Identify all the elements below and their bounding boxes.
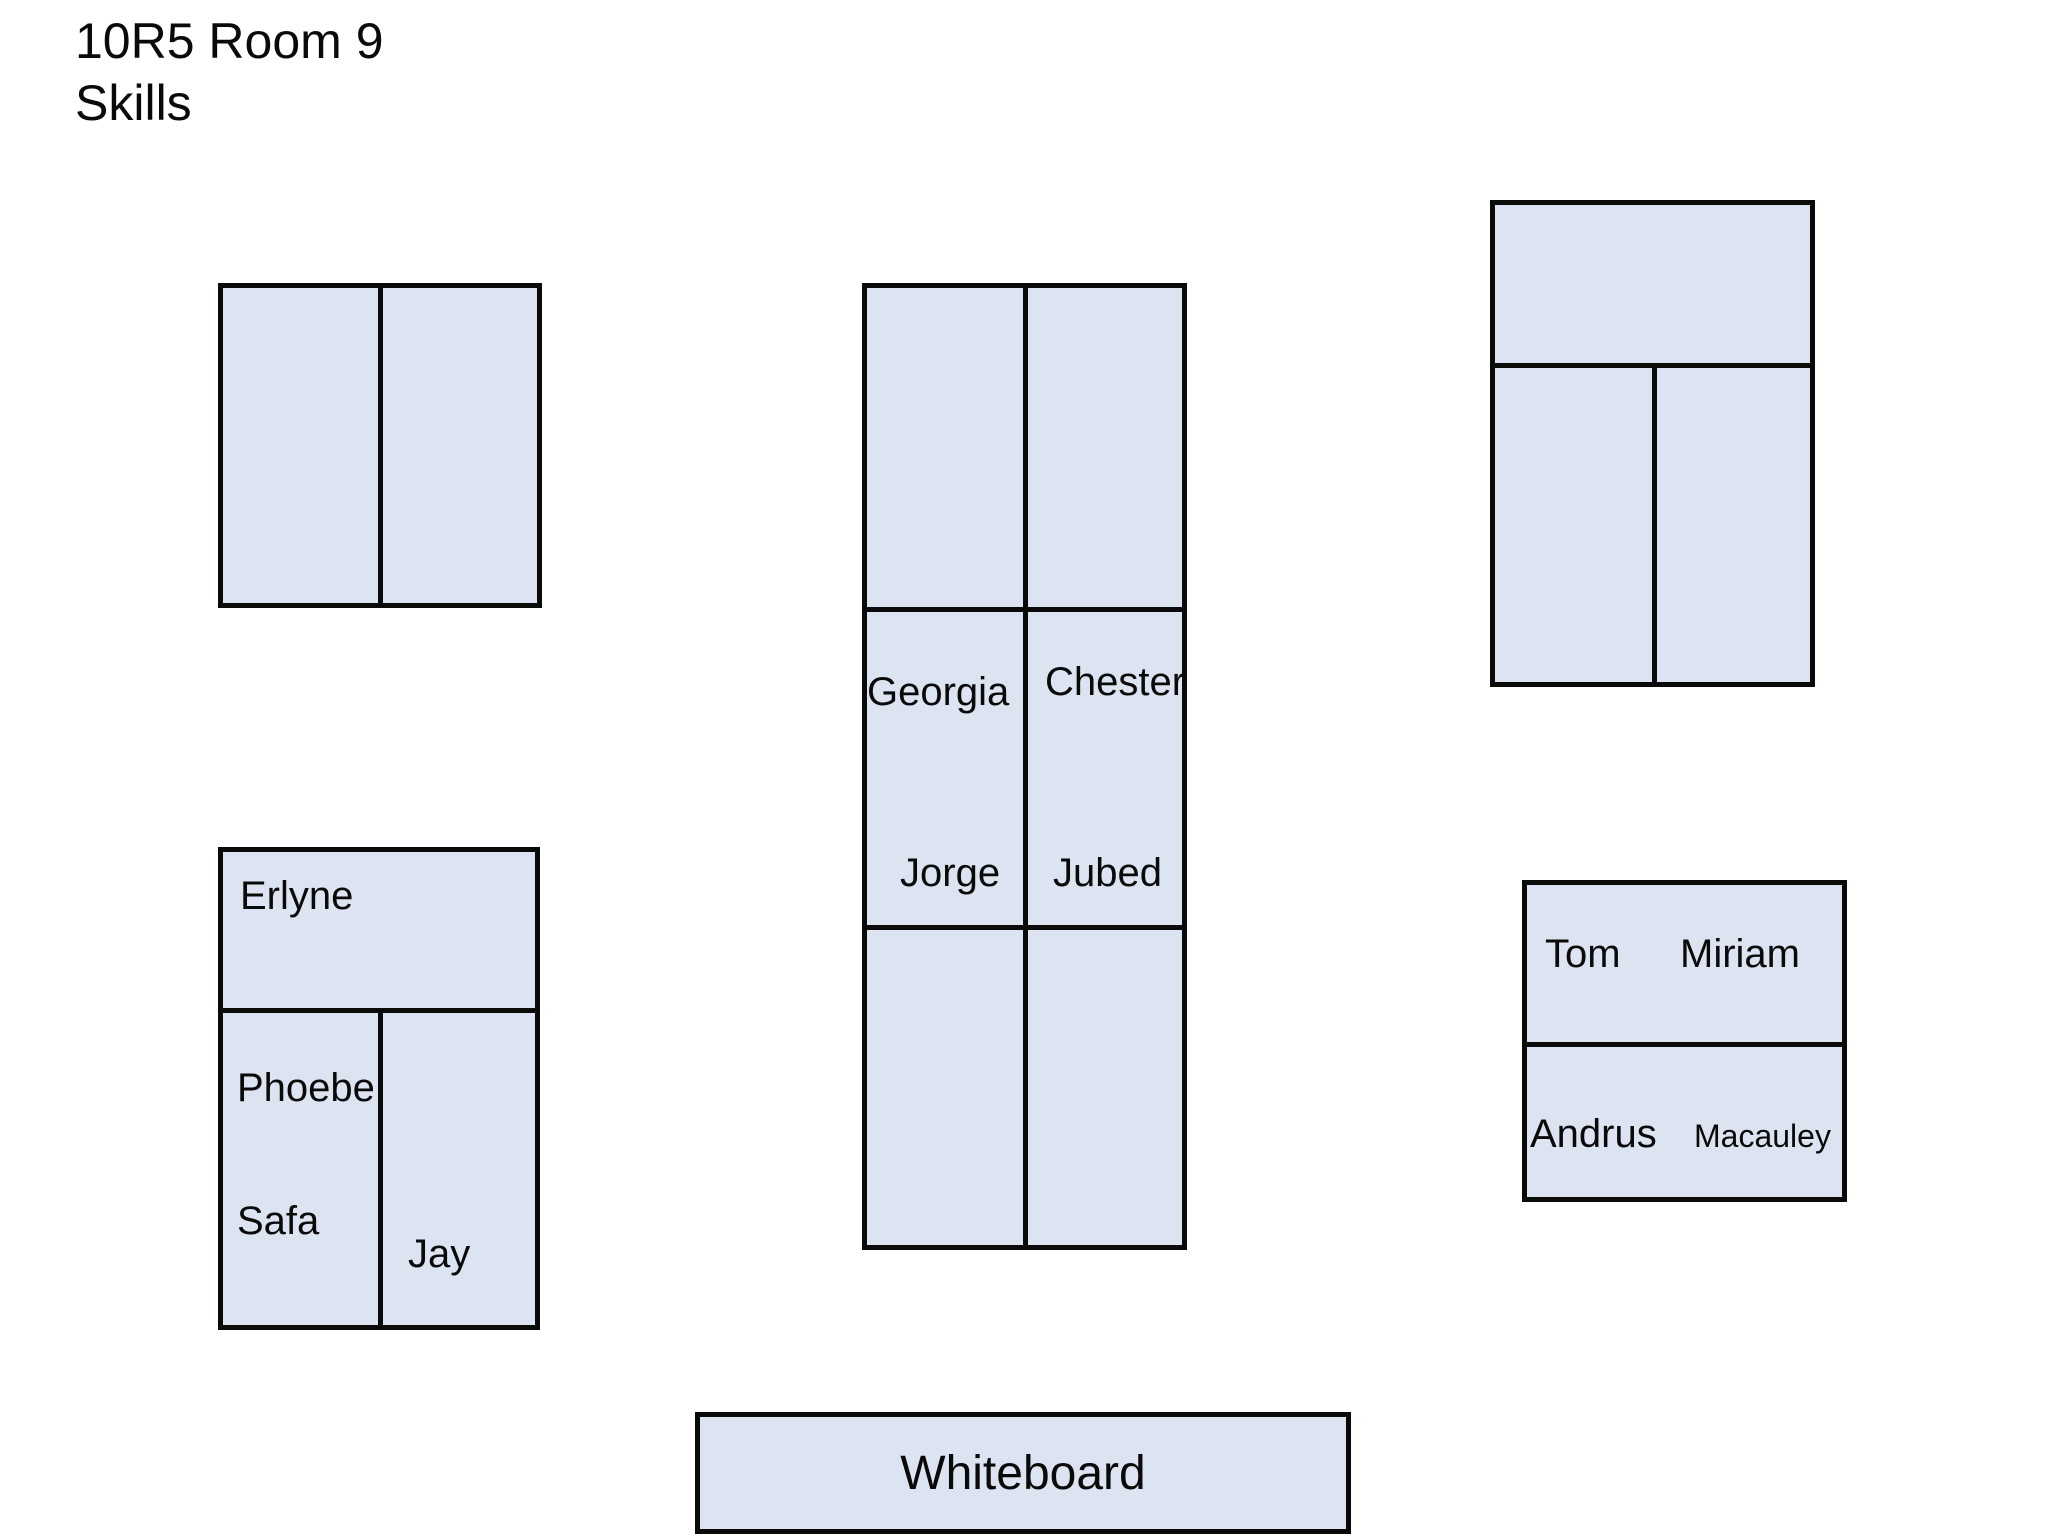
- student-label-tom: Tom: [1545, 932, 1621, 976]
- desk-top-right: [1490, 200, 1815, 687]
- student-label-safa: Safa: [237, 1199, 320, 1243]
- desk-top-right-column-divider: [1652, 363, 1657, 682]
- whiteboard-shape: Whiteboard: [695, 1412, 1351, 1534]
- student-label-macauley: Macauley: [1694, 1118, 1831, 1154]
- desk-bottom-right: Tom Miriam Andrus Macauley: [1522, 880, 1847, 1202]
- student-label-georgia: Georgia: [867, 670, 1010, 714]
- student-label-miriam: Miriam: [1680, 932, 1800, 976]
- student-label-erlyne: Erlyne: [240, 874, 354, 918]
- desk-bottom-right-row-divider: [1527, 1042, 1842, 1047]
- student-label-jay: Jay: [408, 1232, 471, 1276]
- desk-middle-block: Georgia Chester Jorge Jubed: [862, 283, 1187, 1250]
- desk-top-left: [218, 283, 542, 608]
- page-title-line1: 10R5 Room 9: [75, 13, 384, 69]
- student-label-phoebe: Phoebe: [237, 1066, 375, 1110]
- whiteboard-label: Whiteboard: [900, 1446, 1146, 1500]
- desk-middle-row-divider-lower: [867, 925, 1182, 930]
- page-title: 10R5 Room 9 Skills: [75, 10, 384, 134]
- desk-top-left-divider: [378, 288, 383, 603]
- desk-bottom-left: Erlyne Phoebe Safa Jay: [218, 847, 540, 1330]
- student-label-jubed: Jubed: [1053, 851, 1162, 895]
- student-label-chester: Chester: [1045, 660, 1186, 704]
- desk-middle-column-divider: [1023, 288, 1028, 1245]
- student-label-jorge: Jorge: [900, 851, 1001, 895]
- desk-bottom-left-column-divider: [378, 1008, 383, 1325]
- page-title-line2: Skills: [75, 75, 192, 131]
- student-label-andrus: Andrus: [1530, 1112, 1657, 1156]
- desk-middle-row-divider-upper: [867, 607, 1182, 612]
